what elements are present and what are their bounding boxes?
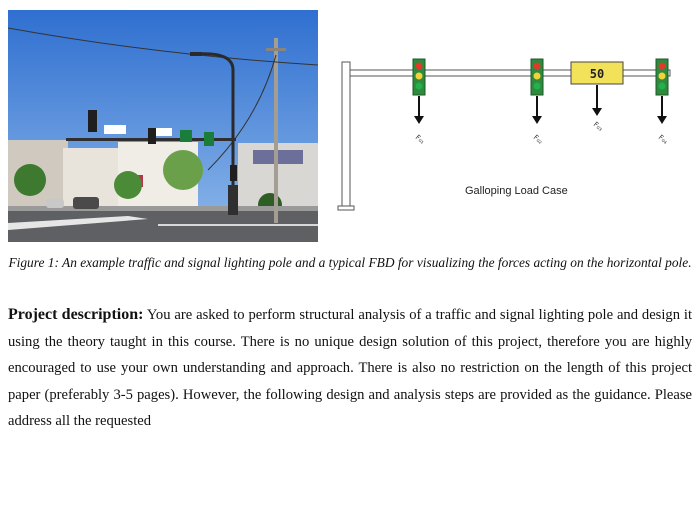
force-arrow-4 (657, 96, 667, 124)
signal-head-4 (655, 58, 669, 96)
project-description: Project description: You are asked to pe… (8, 302, 692, 435)
fbd-label: Galloping Load Case (465, 185, 568, 197)
force-arrow-1 (414, 96, 424, 124)
svg-text:50: 50 (590, 67, 604, 81)
force-label-1: F₀₁ (414, 133, 427, 145)
force-label-4: F₀₄ (657, 133, 670, 145)
speed-sign: 50 (570, 61, 624, 85)
force-arrow-3 (592, 85, 602, 116)
force-label-2: F₀₂ (532, 133, 545, 145)
force-label-3: F₀₃ (592, 120, 605, 132)
traffic-pole-photo (8, 10, 318, 242)
description-heading: Project description: (8, 306, 144, 323)
force-arrow-2 (532, 96, 542, 124)
free-body-diagram: 50 F₀₁ F₀₂ F₀₃ F₀₄ Galloping Load Case (330, 10, 692, 242)
description-body: You are asked to perform structural anal… (8, 307, 693, 430)
signal-head-2 (530, 58, 544, 96)
figure-caption: Figure 1: An example traffic and signal … (8, 255, 692, 270)
signal-head-1 (412, 58, 426, 96)
